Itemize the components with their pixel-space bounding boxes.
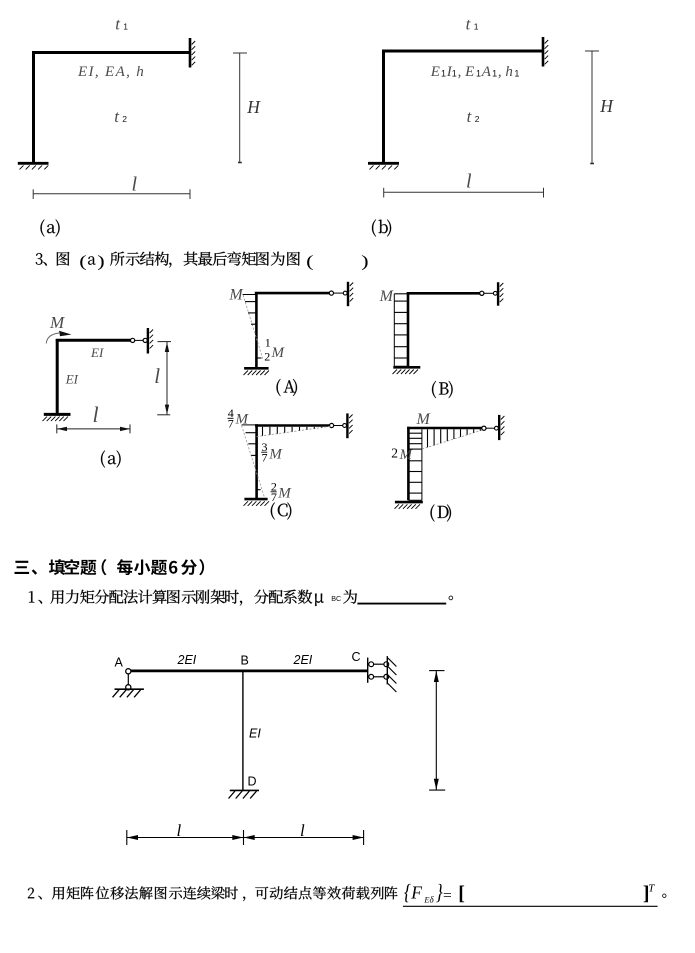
svg-text:t: t — [114, 107, 120, 126]
svg-text:T: T — [648, 882, 655, 894]
svg-text:H: H — [246, 97, 261, 117]
svg-text:1: 1 — [123, 22, 128, 32]
svg-text:M: M — [399, 447, 414, 463]
svg-text:M: M — [49, 313, 65, 332]
svg-text:1: 1 — [474, 22, 479, 32]
svg-text:M: M — [416, 411, 432, 428]
svg-text:2EI: 2EI — [177, 653, 197, 667]
svg-text:1: 1 — [492, 69, 497, 79]
svg-text:B: B — [241, 654, 249, 668]
svg-text:M: M — [268, 447, 283, 463]
svg-text:I: I — [446, 64, 453, 80]
svg-text:2: 2 — [391, 446, 398, 461]
svg-text:M: M — [277, 486, 292, 502]
svg-text:1: 1 — [476, 69, 481, 79]
svg-text:, E: , E — [458, 64, 475, 80]
svg-text:A: A — [115, 656, 124, 670]
svg-text:1: 1 — [514, 69, 519, 79]
svg-text:M: M — [228, 287, 244, 304]
svg-text:l: l — [177, 821, 182, 840]
svg-text:D: D — [248, 775, 257, 789]
svg-text:l: l — [154, 364, 160, 388]
svg-text:=: = — [443, 887, 452, 904]
svg-text:t: t — [115, 15, 121, 34]
svg-text:1: 1 — [452, 69, 457, 79]
svg-text:, h: , h — [498, 64, 513, 80]
svg-text:H: H — [599, 96, 614, 116]
svg-text:M: M — [271, 345, 286, 361]
svg-text:E: E — [430, 64, 440, 80]
svg-text:4: 4 — [228, 406, 234, 420]
svg-text:l: l — [132, 174, 138, 196]
svg-text:1: 1 — [265, 336, 271, 350]
svg-text:7: 7 — [228, 416, 234, 430]
svg-text:]: ] — [643, 883, 650, 905]
svg-text:BC: BC — [331, 594, 341, 603]
svg-text:7: 7 — [271, 490, 277, 504]
svg-text:E: E — [423, 895, 429, 904]
svg-text:EI: EI — [249, 727, 261, 741]
svg-text:t: t — [466, 15, 472, 34]
svg-text:A: A — [481, 64, 492, 80]
svg-text:M: M — [235, 412, 250, 428]
svg-text:M: M — [379, 288, 395, 305]
svg-text:C: C — [352, 650, 361, 664]
svg-text:t: t — [467, 107, 473, 126]
svg-text:7: 7 — [262, 450, 268, 464]
svg-text:EI, EA, h: EI, EA, h — [77, 64, 145, 80]
svg-text:δ: δ — [430, 895, 435, 905]
svg-text:l: l — [466, 171, 472, 193]
svg-text:F: F — [410, 883, 422, 903]
svg-text:[: [ — [458, 883, 465, 905]
svg-text:l: l — [300, 821, 305, 840]
svg-text:2: 2 — [264, 350, 270, 364]
svg-text:1: 1 — [441, 69, 446, 79]
svg-text:2EI: 2EI — [293, 653, 313, 667]
svg-text:3: 3 — [262, 440, 268, 454]
svg-text:2: 2 — [122, 114, 127, 124]
svg-text:l: l — [93, 402, 99, 427]
svg-text:2: 2 — [271, 480, 277, 494]
svg-text:2: 2 — [475, 114, 480, 124]
svg-text:EI: EI — [90, 345, 104, 360]
svg-text:EI: EI — [65, 372, 79, 387]
